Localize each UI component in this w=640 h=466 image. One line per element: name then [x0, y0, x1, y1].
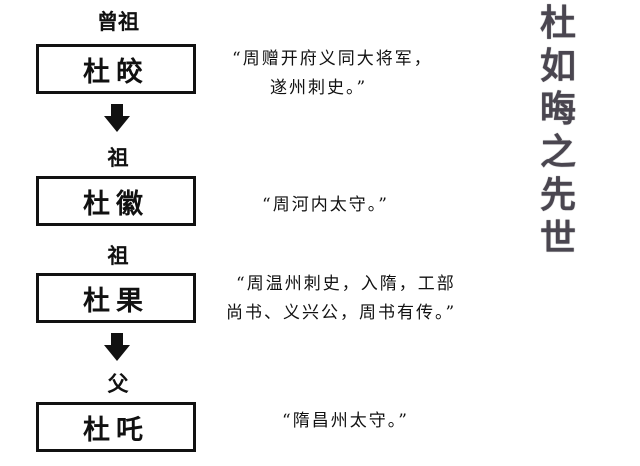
quote-line: 遂州刺史。”: [270, 78, 368, 98]
down-arrow-icon: [104, 104, 130, 132]
ancestor-name: 杜皎: [83, 56, 149, 88]
ancestor-name: 杜吒: [83, 414, 149, 446]
relation-label-grandfather: 祖: [107, 145, 129, 170]
quote-du-zha: “隋昌州太守。”: [282, 407, 409, 436]
vertical-title: 杜 如 晦 之 先 世: [530, 2, 586, 260]
title-char: 晦: [539, 88, 576, 130]
title-char: 如: [539, 45, 576, 87]
relation-label-great-grandfather: 曾祖: [97, 9, 139, 34]
title-char: 先: [539, 174, 576, 216]
name-box-du-guo: 杜果: [36, 273, 196, 323]
down-arrow-icon: [104, 333, 130, 361]
quote-du-hui: “周河内太守。”: [262, 191, 389, 220]
quote-line: “隋昌州太守。”: [282, 411, 409, 431]
ancestor-name: 杜徽: [83, 188, 149, 220]
ancestor-name: 杜果: [83, 285, 149, 317]
quote-line: “周河内太守。”: [262, 195, 389, 215]
quote-line: 尚书、义兴公，周书有传。”: [226, 303, 457, 323]
name-box-du-hui: 杜徽: [36, 176, 196, 226]
relation-label-grandfather-2: 祖: [107, 243, 129, 268]
quote-line: “周赠开府义同大将军，: [232, 49, 433, 69]
title-char: 杜: [539, 2, 576, 44]
name-box-du-zha: 杜吒: [36, 402, 196, 452]
name-box-du-jiao: 杜皎: [36, 44, 196, 94]
relation-label-father: 父: [107, 371, 129, 396]
quote-du-guo: “周温州刺史，入隋，工部 尚书、义兴公，周书有传。”: [226, 270, 456, 328]
title-char: 之: [539, 131, 576, 173]
quote-line: “周温州刺史，入隋，工部: [236, 274, 456, 294]
title-char: 世: [539, 217, 576, 259]
quote-du-jiao: “周赠开府义同大将军， 遂州刺史。”: [232, 45, 433, 103]
